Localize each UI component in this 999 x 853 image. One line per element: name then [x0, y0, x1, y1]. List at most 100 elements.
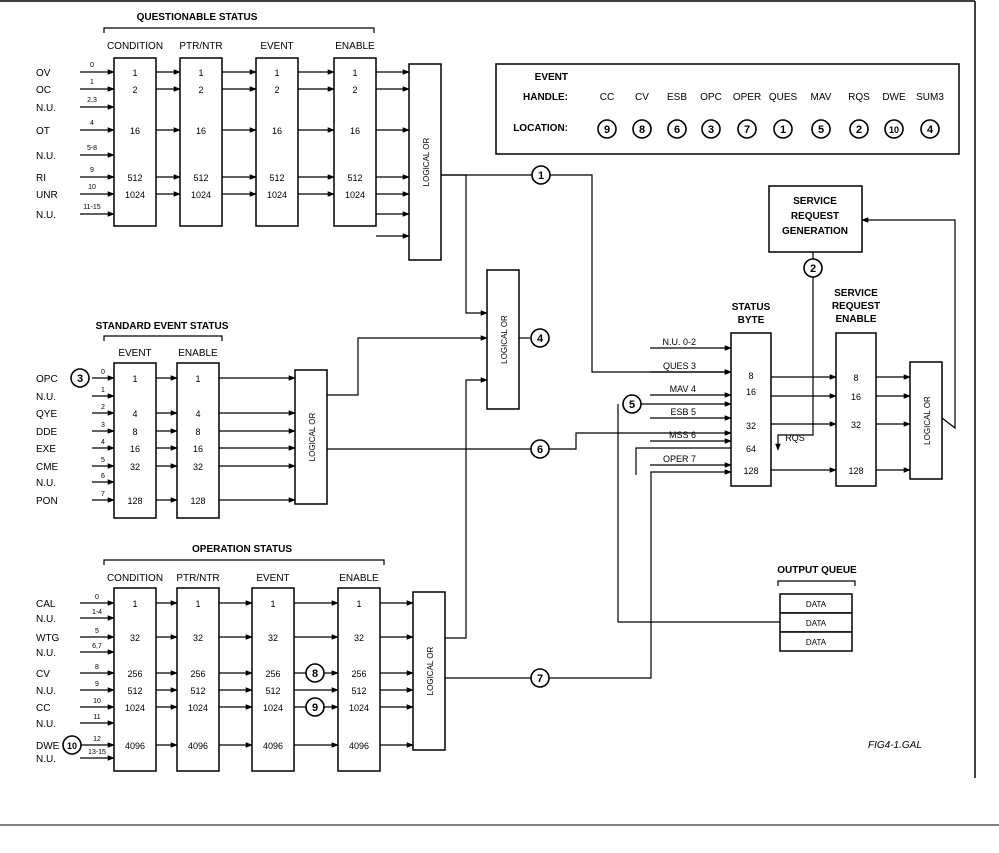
status-byte-input-label: N.U. 0-2 — [662, 337, 696, 347]
operation-bit-value: 4096 — [263, 741, 283, 751]
operation-register-event — [251, 587, 295, 772]
oper-to-status-byte-wire — [549, 469, 732, 679]
event-table-handle-label: HANDLE: — [523, 92, 568, 103]
operation-bit-number: 6,7 — [92, 643, 102, 650]
operation-bit-number: 9 — [95, 681, 99, 688]
marker-cv — [305, 663, 325, 683]
marker-opc — [70, 368, 90, 388]
status-byte-input-label: ESB 5 — [670, 407, 696, 417]
standard-event-header-event: EVENT — [118, 348, 151, 359]
event-location-rqs-number: 2 — [856, 124, 862, 136]
event-location-sum3-number: 4 — [927, 124, 934, 136]
questionable-bit-value: 1024 — [125, 190, 145, 200]
standard-event-register-enable — [176, 362, 220, 519]
questionable-bit-value: 512 — [193, 173, 208, 183]
event-location-oper — [737, 119, 757, 139]
event-location-mav-number: 5 — [818, 124, 824, 136]
event-location-opc-number: 3 — [708, 124, 714, 136]
standard-event-bit-value: 16 — [193, 444, 203, 454]
marker-opc-number: 3 — [77, 373, 83, 385]
operation-register-ptr-ntr — [176, 587, 220, 772]
questionable-bit-value: 2 — [274, 85, 279, 95]
service-request-logical-or-label: LOGICAL OR — [923, 396, 932, 445]
questionable-bit-value: 1024 — [191, 190, 211, 200]
event-location-dwe — [884, 119, 904, 139]
operation-bit-value: 256 — [265, 669, 280, 679]
event-location-sum3 — [920, 119, 940, 139]
service-request-generation-line-1: SERVICE — [793, 196, 837, 207]
questionable-bit-value: 1024 — [267, 190, 287, 200]
questionable-register-event — [255, 57, 299, 227]
questionable-bit-value: 16 — [196, 126, 206, 136]
event-location-rqs — [849, 119, 869, 139]
standard-event-register-event — [113, 362, 157, 519]
output-queue-title: OUTPUT QUEUE — [777, 565, 857, 576]
questionable-header-ptr-ntr: PTR/NTR — [179, 41, 222, 52]
operation-signal-label: DWE — [36, 741, 60, 752]
oper-to-summary-wire — [445, 377, 488, 639]
operation-bit-value: 512 — [190, 686, 205, 696]
event-table-event-label: EVENT — [535, 72, 568, 83]
mav-from-queue-wire — [617, 404, 780, 623]
marker-sum3-number: 4 — [537, 333, 544, 345]
questionable-bit-value: 16 — [350, 126, 360, 136]
questionable-header-enable: ENABLE — [335, 41, 375, 52]
service-request-enable-bit-value: 16 — [851, 392, 861, 402]
standard-event-bit-number: 5 — [101, 457, 105, 464]
operation-status-brace — [103, 559, 385, 565]
questionable-bit-value: 512 — [269, 173, 284, 183]
event-handle-sum3: SUM3 — [916, 92, 944, 103]
rqs-wire — [775, 252, 814, 451]
operation-bit-value: 1 — [132, 599, 137, 609]
marker-sum3 — [530, 328, 550, 348]
questionable-signal-label: RI — [36, 173, 46, 184]
marker-esb — [530, 439, 550, 459]
event-handle-cc: CC — [600, 92, 614, 103]
standard-event-bit-value: 8 — [132, 427, 137, 437]
event-handle-dwe: DWE — [882, 92, 906, 103]
operation-signal-label: N.U. — [36, 614, 56, 625]
service-request-generation-box — [768, 185, 863, 253]
output-queue-brace — [777, 580, 856, 586]
service-request-generation-line-3: GENERATION — [782, 226, 848, 237]
questionable-signal-label: N.U. — [36, 151, 56, 162]
marker-esb-number: 6 — [537, 444, 543, 456]
questionable-register-condition — [113, 57, 157, 227]
questionable-bit-value: 16 — [272, 126, 282, 136]
status-byte-register — [730, 332, 772, 487]
esb-to-summary-wire — [327, 335, 488, 396]
questionable-signal-label: OC — [36, 85, 51, 96]
questionable-bit-value: 512 — [127, 173, 142, 183]
standard-event-signal-label: CME — [36, 462, 59, 473]
ques-to-summary-wire — [441, 174, 488, 316]
standard-event-bit-number: 3 — [101, 422, 105, 429]
event-handle-opc: OPC — [700, 92, 722, 103]
operation-bit-number: 12 — [93, 736, 101, 743]
standard-event-brace — [103, 335, 223, 341]
esb-to-status-byte-wire — [549, 430, 732, 450]
operation-signal-label: N.U. — [36, 719, 56, 730]
standard-event-bit-value: 32 — [130, 462, 140, 472]
marker-ques-number: 1 — [538, 170, 544, 182]
questionable-signal-label: UNR — [36, 190, 58, 201]
event-location-cc — [597, 119, 617, 139]
event-handle-esb: ESB — [667, 92, 687, 103]
operation-bit-value: 32 — [268, 633, 278, 643]
event-location-opc — [701, 119, 721, 139]
sum-to-generation-wire — [861, 217, 956, 430]
event-location-esb-number: 6 — [674, 124, 680, 136]
standard-event-bit-number: 1 — [101, 387, 105, 394]
status-byte-input-label: MSS 6 — [669, 430, 696, 440]
summary-logical-or — [486, 269, 520, 410]
questionable-register-enable — [333, 57, 377, 227]
questionable-bit-value: 1 — [274, 68, 279, 78]
questionable-signal-label: OV — [36, 68, 51, 79]
event-handle-oper: OPER — [733, 92, 761, 103]
event-location-dwe-number: 10 — [889, 125, 899, 135]
service-request-logical-or — [909, 361, 943, 480]
service-request-enable-bit-value: 8 — [853, 373, 858, 383]
service-request-enable-register — [835, 332, 877, 487]
questionable-register-ptr-ntr — [179, 57, 223, 227]
standard-event-signal-label: EXE — [36, 444, 56, 455]
